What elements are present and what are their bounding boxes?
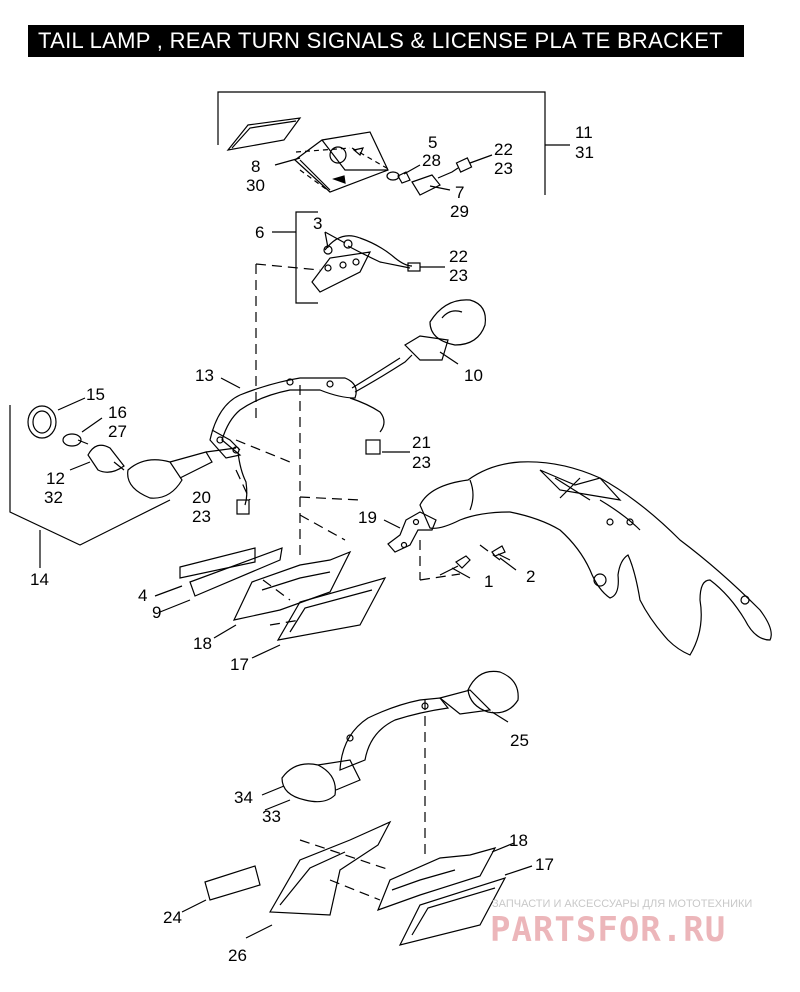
bracket-14 <box>9 405 171 546</box>
watermark-tagline: ЗАПЧАСТИ И АКСЕССУАРЫ ДЛЯ МОТОТЕХНИКИ <box>492 898 753 910</box>
callout-23c: 23 <box>412 453 431 472</box>
turn-signal-bar <box>27 299 487 515</box>
callout-14: 14 <box>30 570 49 589</box>
callout-8: 8 <box>251 157 260 176</box>
callout-30: 30 <box>246 176 265 195</box>
callout-15: 15 <box>86 385 105 404</box>
tail-lamp-assembly <box>217 91 570 196</box>
callout-32: 32 <box>44 488 63 507</box>
callout-2: 2 <box>526 567 535 586</box>
callout-17b: 17 <box>535 855 554 874</box>
callout-33: 33 <box>262 807 281 826</box>
callout-17a: 17 <box>230 655 249 674</box>
callout-7: 7 <box>455 183 464 202</box>
callout-23b: 23 <box>449 266 468 285</box>
callout-25: 25 <box>510 731 529 750</box>
callout-18b: 18 <box>509 831 528 850</box>
callout-26: 26 <box>228 946 247 965</box>
callout-20: 20 <box>192 488 211 507</box>
callout-16: 16 <box>108 403 127 422</box>
watermark-logo: PARTSFOR.RU <box>490 910 727 950</box>
callout-12: 12 <box>46 469 65 488</box>
callout-27: 27 <box>108 422 127 441</box>
callout-19: 19 <box>358 508 377 527</box>
callout-21: 21 <box>412 433 431 452</box>
callout-23d: 23 <box>192 507 211 526</box>
callout-1: 1 <box>484 572 493 591</box>
callout-6: 6 <box>255 223 264 242</box>
callout-18a: 18 <box>193 634 212 653</box>
callout-labels: 11 31 5 28 22 23 8 30 7 29 3 6 22 23 13 … <box>30 123 594 965</box>
hardware <box>383 511 517 579</box>
lower-assembly <box>181 670 533 946</box>
assembly-guide-lines <box>235 263 501 901</box>
callout-4: 4 <box>138 586 147 605</box>
callout-28: 28 <box>422 151 441 170</box>
callout-10: 10 <box>464 366 483 385</box>
rear-fender <box>419 461 772 656</box>
callout-31: 31 <box>575 143 594 162</box>
callout-34: 34 <box>234 788 253 807</box>
callout-22b: 22 <box>449 247 468 266</box>
diagram-title: TAIL LAMP , REAR TURN SIGNALS & LICENSE … <box>28 25 744 57</box>
callout-5: 5 <box>428 133 437 152</box>
callout-24: 24 <box>163 908 182 927</box>
callout-13: 13 <box>195 366 214 385</box>
license-lamp-harness <box>272 211 445 304</box>
license-bracket-upper <box>154 547 387 659</box>
callout-9: 9 <box>152 603 161 622</box>
callout-3: 3 <box>313 214 322 233</box>
callout-11: 11 <box>575 123 593 142</box>
callout-22a: 22 <box>494 140 513 159</box>
callout-29: 29 <box>450 202 469 221</box>
callout-23a: 23 <box>494 159 513 178</box>
